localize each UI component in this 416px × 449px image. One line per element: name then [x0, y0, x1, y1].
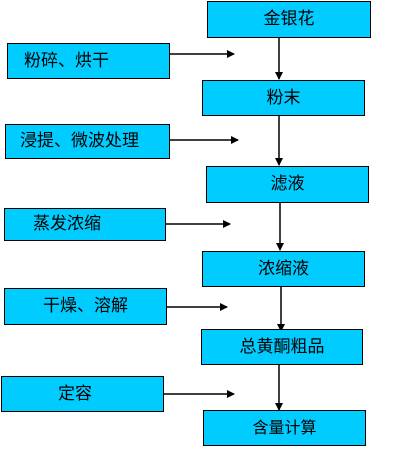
main-step-5: 总黄酮粗品	[201, 329, 363, 365]
side-step-4-label: 干燥、溶解	[43, 296, 128, 316]
main-step-2-label: 粉末	[266, 87, 301, 108]
side-step-1: 粉碎、烘干	[7, 43, 170, 79]
main-step-4: 浓缩液	[202, 251, 365, 287]
main-step-3: 滤液	[206, 166, 369, 203]
main-step-2: 粉末	[202, 80, 365, 116]
side-step-1-label: 粉碎、烘干	[24, 50, 109, 71]
side-step-5-label: 定容	[58, 383, 92, 404]
side-step-2-label: 浸提、微波处理	[20, 131, 139, 151]
main-step-3-label: 滤液	[270, 174, 305, 194]
main-step-1-label: 金银花	[263, 9, 315, 29]
main-step-1: 金银花	[207, 1, 371, 38]
side-step-3-label: 蒸发浓缩	[33, 214, 101, 234]
side-step-2: 浸提、微波处理	[5, 124, 170, 159]
main-step-6: 含量计算	[203, 410, 366, 446]
side-step-4: 干燥、溶解	[4, 288, 167, 325]
side-step-3: 蒸发浓缩	[4, 208, 166, 241]
main-step-6-label: 含量计算	[252, 418, 317, 437]
main-step-5-label: 总黄酮粗品	[239, 336, 325, 357]
side-step-5: 定容	[1, 376, 164, 412]
main-step-4-label: 浓缩液	[258, 258, 309, 279]
